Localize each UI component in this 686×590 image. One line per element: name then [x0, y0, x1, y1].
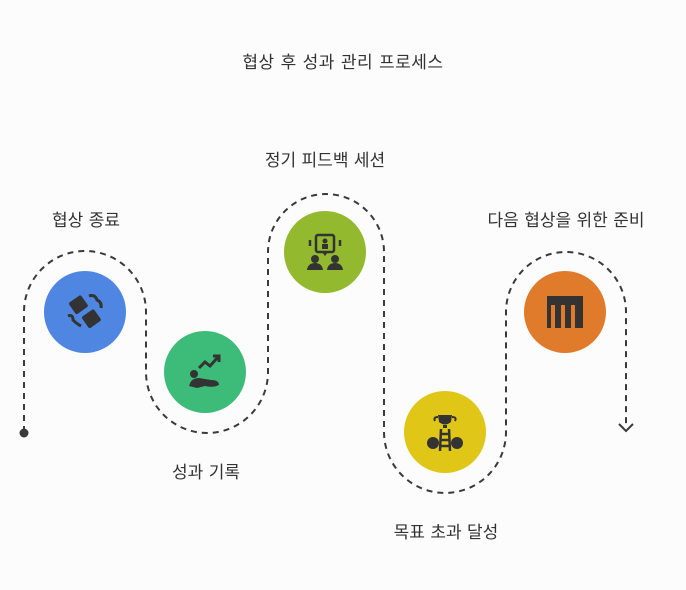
trophy-ladder-icon [427, 415, 463, 452]
step-label-2: 성과 기록 [172, 463, 240, 483]
step-circle-1 [44, 271, 126, 353]
step-label-1: 협상 종료 [52, 211, 120, 231]
step-circle-2 [164, 331, 246, 413]
step-label-4: 목표 초과 달성 [393, 523, 499, 543]
step-label-5: 다음 협상을 위한 준비 [487, 211, 645, 231]
step-circle-4 [404, 391, 486, 473]
feedback-meeting-icon [307, 233, 343, 270]
dashed-connector [23, 193, 627, 494]
diagram-title: 협상 후 성과 관리 프로세스 [242, 53, 444, 73]
growth-chart-icon [189, 354, 221, 388]
end-arrow-icon [618, 423, 634, 433]
handshake-icon [67, 294, 103, 328]
start-dot [19, 428, 29, 438]
step-circle-5 [524, 271, 606, 353]
preparation-blocks-icon [547, 296, 583, 328]
step-circle-3 [284, 211, 366, 293]
step-label-3: 정기 피드백 세션 [264, 151, 386, 171]
